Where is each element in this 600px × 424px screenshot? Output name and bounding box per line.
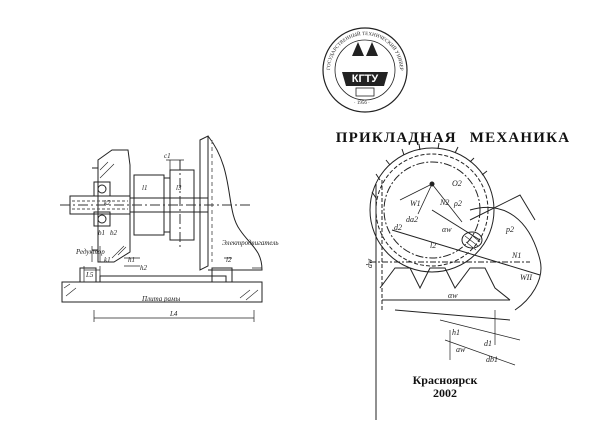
label-l1: l1 [142,184,147,192]
label-da2: da2 [406,215,418,224]
publication-city: Красноярск [412,373,478,387]
label-n2: N2 [439,198,449,207]
label-b2: b2 [110,229,118,237]
label-aw: aw [456,345,466,354]
label-h2: h2 [140,264,148,272]
label-rho2: ρ2 [453,199,462,208]
label-l3: l3 [176,184,182,192]
label-d2: d2 [394,223,402,232]
logo-founded: · 1956 · [354,101,370,106]
label-db1: db1 [486,355,498,364]
label-alpha-w2: αw [448,291,458,300]
publication-info: Красноярск 2002 [400,374,490,400]
logo-ring-text: ГОСУДАРСТВЕННЫЙ ТЕХНИЧЕСКИЙ УНИВЕРСИТЕТ … [0,0,403,71]
label-motor: Электродвигатель [222,239,279,247]
university-logo [322,27,408,113]
label-frame: Плита рамы [141,295,180,303]
logo-emblem: КГТУ [352,73,379,85]
label-k1: k1 [104,256,111,264]
label-l4: L4 [169,310,178,318]
label-l2: l2 [226,256,232,264]
label-k2: k2 [104,199,111,207]
label-w1: W1 [410,199,421,208]
label-o2: O2 [452,179,462,188]
label-wii: WII [520,273,532,282]
label-b1: b1 [98,229,105,237]
label-l2-gear: l2 [430,241,436,250]
label-p2: p2 [505,225,514,234]
label-reducer: Редуктор [75,248,105,256]
publication-year: 2002 [433,386,457,400]
label-alpha-w: αw [442,225,452,234]
label-h1-gear: h1 [452,328,460,337]
label-n1: N1 [511,251,521,260]
label-dw: dw [365,258,374,268]
label-d1: d1 [484,339,492,348]
label-c1: c1 [164,152,171,160]
label-l5: L5 [85,271,94,279]
label-h1: h1 [128,256,135,264]
book-title: ПРИКЛАДНАЯ МЕХАНИКА [335,130,571,146]
gear-mesh-diagram [369,142,542,420]
